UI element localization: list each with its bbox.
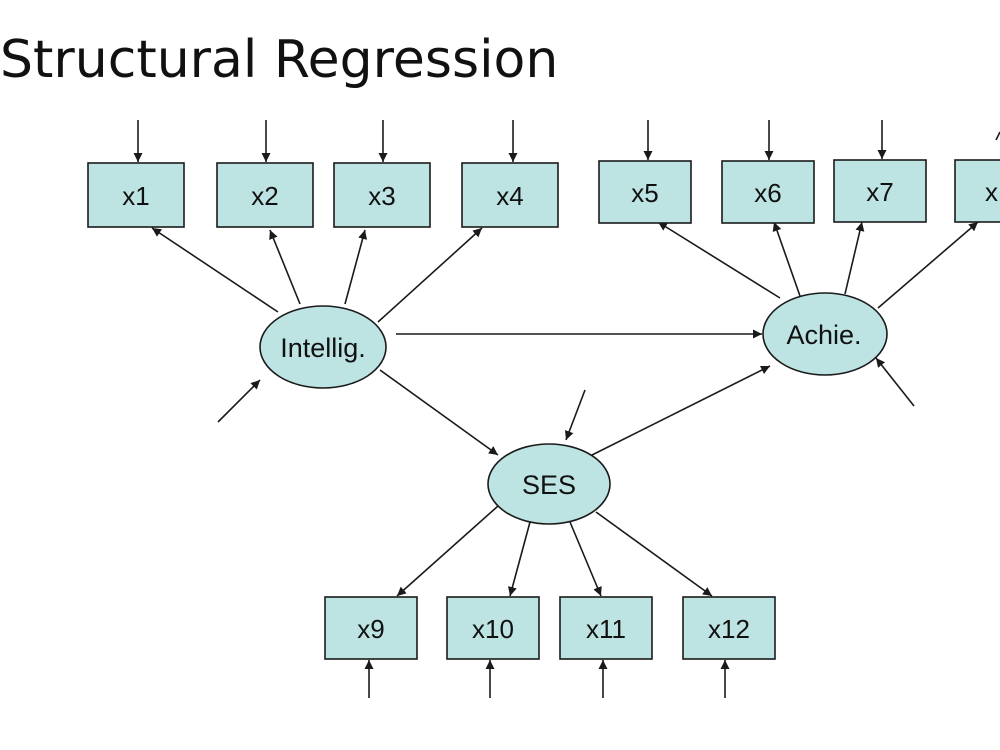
indicator-label-x4: x4 — [496, 181, 523, 211]
loading-arrow-x6 — [772, 221, 801, 297]
disturbance-arrow-intellig — [217, 379, 261, 423]
path-ses-to-achie — [589, 365, 771, 457]
loading-arrow-x7 — [844, 221, 865, 295]
loading-arrow-x10 — [508, 521, 531, 597]
indicator-box-x5: x5 — [598, 160, 692, 224]
latent-label-ses: SES — [522, 470, 576, 500]
indicator-label-x12: x12 — [708, 614, 750, 644]
indicator-box-x8: x — [954, 159, 1000, 223]
indicator-label-x7: x7 — [866, 177, 893, 207]
error-arrow-x8 — [995, 131, 1000, 141]
latent-achie: Achie. — [762, 292, 888, 376]
indicator-label-x1: x1 — [122, 181, 149, 211]
disturbance-arrow-ses — [564, 389, 586, 441]
indicator-label-x2: x2 — [251, 181, 278, 211]
loading-arrow-x11 — [569, 521, 602, 597]
latent-ses: SES — [487, 443, 611, 525]
indicator-box-x1: x1 — [87, 162, 185, 228]
indicator-box-x10: x10 — [446, 596, 540, 660]
indicator-label-x3: x3 — [368, 181, 395, 211]
indicator-label-x6: x6 — [754, 178, 781, 208]
indicator-box-x4: x4 — [461, 162, 559, 228]
indicator-label-x11: x11 — [586, 614, 626, 644]
indicator-box-x6: x6 — [721, 160, 815, 224]
latent-intellig: Intellig. — [259, 305, 387, 389]
indicator-box-x12: x12 — [682, 596, 776, 660]
indicator-box-x11: x11 — [559, 596, 653, 660]
loading-arrow-x1 — [151, 227, 279, 313]
indicator-label-x8: x — [985, 177, 998, 207]
indicator-label-x10: x10 — [472, 614, 514, 644]
latent-label-achie: Achie. — [786, 320, 861, 350]
indicator-box-x9: x9 — [324, 596, 418, 660]
path-intellig-to-ses — [379, 369, 499, 456]
indicator-label-x9: x9 — [357, 614, 384, 644]
indicator-label-x5: x5 — [631, 178, 658, 208]
loading-arrow-x5 — [657, 221, 781, 299]
loading-arrow-x9 — [396, 505, 499, 597]
latent-label-intellig: Intellig. — [280, 333, 366, 363]
loading-arrow-x2 — [269, 229, 301, 305]
indicator-box-x2: x2 — [216, 162, 314, 228]
loading-arrow-x3 — [344, 229, 367, 305]
loading-arrow-x4 — [377, 227, 483, 323]
disturbance-arrow-achie — [875, 357, 915, 407]
loading-arrow-x12 — [595, 511, 713, 597]
indicator-box-x7: x7 — [833, 159, 927, 223]
slide-title: Structural Regression — [0, 30, 559, 90]
loading-arrow-x8 — [877, 221, 979, 309]
indicator-box-x3: x3 — [333, 162, 431, 228]
